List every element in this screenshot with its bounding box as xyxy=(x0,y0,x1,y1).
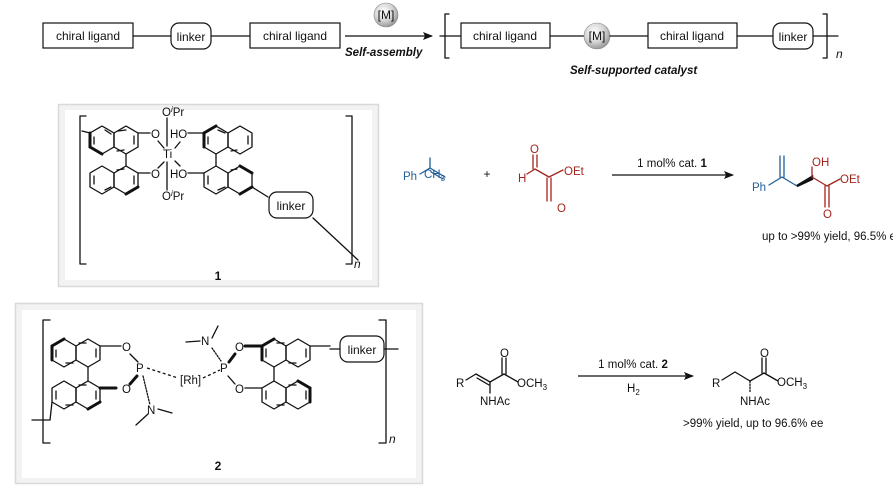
oet-label: OEt xyxy=(564,166,585,178)
nhac-label: NHAc xyxy=(740,396,770,408)
nhac-label: NHAc xyxy=(480,396,510,408)
chiral-ligand-box xyxy=(460,22,551,49)
conditions-label: 1 mol% cat. 2 xyxy=(598,359,668,371)
result-label: >99% yield, up to 96.6% ee xyxy=(683,418,823,430)
o-label: O xyxy=(151,129,160,141)
reaction-1: Ph CH3 + H O O OEt 1 mol% cat. 1 Ph xyxy=(403,144,893,243)
phosphoramidite-left: O O P N [Rh] xyxy=(122,342,221,426)
product-2: R NHAc O OCH3 xyxy=(712,348,808,408)
chiral-ligand-label: chiral ligand xyxy=(660,29,724,43)
binol-left xyxy=(81,125,151,196)
o-label: O xyxy=(122,384,131,396)
oh-label: OH xyxy=(812,157,829,169)
ho-label: HO xyxy=(170,129,187,141)
connector-line xyxy=(312,217,359,261)
r-label: R xyxy=(456,378,464,390)
catalyst-1-panel: n O xyxy=(57,103,380,288)
p-label: P xyxy=(220,363,228,375)
repeat-n-label: n xyxy=(836,47,843,61)
och3-label: OCH3 xyxy=(517,378,548,392)
repeat-n-label: n xyxy=(389,432,396,446)
linker-box xyxy=(268,191,314,219)
o-label: O xyxy=(823,209,832,221)
o-label: O xyxy=(122,342,131,354)
chiral-ligand-label: chiral ligand xyxy=(473,29,537,43)
chiral-ligand-box xyxy=(42,22,134,49)
rh-label: [Rh] xyxy=(180,375,201,387)
oet-label: OEt xyxy=(840,174,861,186)
ti-center: O O Ti OiPr OiPr HO HO xyxy=(151,105,187,203)
r-label: R xyxy=(712,378,720,390)
o-label: O xyxy=(500,348,509,360)
ho-label: HO xyxy=(170,169,187,181)
scheme-top: chiral ligand linker chiral ligand [M] S… xyxy=(42,2,843,77)
linker-label: linker xyxy=(177,30,206,44)
self-assembly-label: Self-assembly xyxy=(345,47,423,59)
catalyst-1-number: 1 xyxy=(215,269,222,283)
linker-label: linker xyxy=(348,343,377,357)
chiral-ligand-label: chiral ligand xyxy=(263,29,327,43)
o-label: O xyxy=(235,384,244,396)
oipr-top-label: OiPr xyxy=(162,105,184,119)
right-bracket xyxy=(345,115,353,265)
plus-sign: + xyxy=(483,167,490,181)
ethyl-glyoxylate: H O O OEt xyxy=(518,144,585,215)
dehydroamino-ester: R NHAc O OCH3 xyxy=(456,348,548,408)
metal-label: [M] xyxy=(589,29,606,43)
ph-label: Ph xyxy=(752,182,766,194)
ti-label: Ti xyxy=(163,149,172,161)
o-label: O xyxy=(235,342,244,354)
conditions-label: 1 mol% cat. 1 xyxy=(637,158,707,170)
right-bracket xyxy=(822,13,828,59)
binol-right xyxy=(260,337,331,410)
h-label: H xyxy=(518,173,526,185)
catalyst-2-panel: n O O P xyxy=(14,302,424,485)
o-label: O xyxy=(530,144,539,156)
chiral-ligand-box xyxy=(249,22,341,49)
alpha-methylstyrene: Ph CH3 xyxy=(403,157,446,183)
oipr-bottom-label: OiPr xyxy=(162,189,184,203)
self-supported-catalyst-label: Self-supported catalyst xyxy=(570,65,698,77)
right-bracket xyxy=(378,319,387,444)
reaction-2: R NHAc O OCH3 1 mol% cat. 2 H2 R NHAc O xyxy=(456,348,823,430)
chiral-ligand-label: chiral ligand xyxy=(56,29,120,43)
n-label: N xyxy=(201,336,209,348)
binol-left xyxy=(49,337,122,421)
n-label: N xyxy=(147,405,155,417)
h2-label: H2 xyxy=(627,383,640,397)
left-bracket xyxy=(79,115,87,265)
ph-label: Ph xyxy=(403,171,417,183)
o-label: O xyxy=(151,169,160,181)
p-label: P xyxy=(136,363,144,375)
o-label: O xyxy=(760,348,769,360)
och3-label: OCH3 xyxy=(777,377,808,391)
o-label: O xyxy=(557,203,566,215)
phosphoramidite-right: P N O O xyxy=(185,325,264,396)
left-bracket xyxy=(42,319,51,444)
linker-label: linker xyxy=(779,30,808,44)
metal-label: [M] xyxy=(378,8,395,22)
catalyst-2-number: 2 xyxy=(215,459,222,473)
metal-sphere-icon xyxy=(373,2,399,28)
repeat-n-label: n xyxy=(354,257,361,271)
result-label: up to >99% yield, 96.5% ee xyxy=(762,231,893,243)
binol-right xyxy=(187,124,269,198)
linker-label: linker xyxy=(277,199,306,213)
product-1: Ph OH O OEt xyxy=(752,155,861,221)
